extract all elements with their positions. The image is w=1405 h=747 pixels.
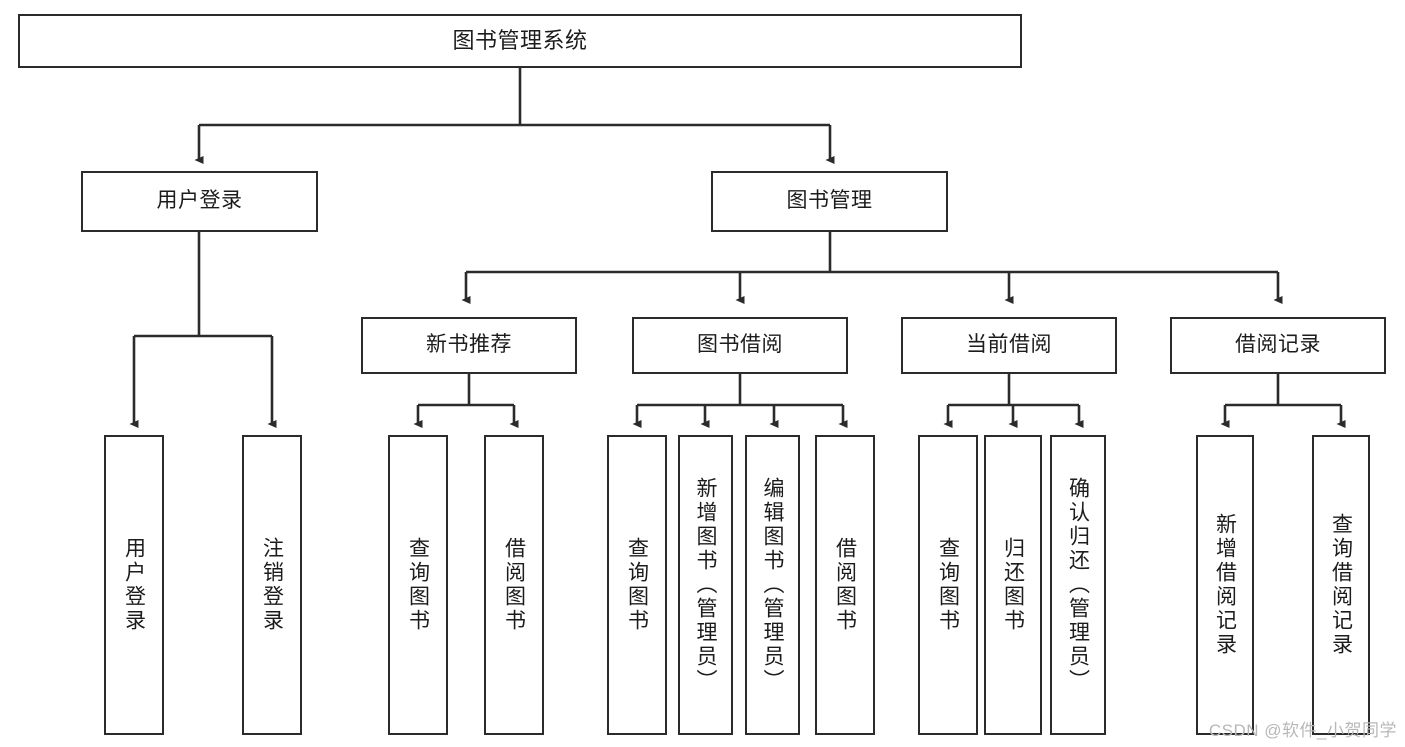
leaf-query-book-1[interactable]: 查询图书 <box>388 435 448 735</box>
leaf-confirm-return[interactable]: 确认归还（管理员） <box>1050 435 1106 735</box>
node-new-book-recommend-label: 新书推荐 <box>426 333 512 357</box>
leaf-logout-login[interactable]: 注销登录 <box>242 435 302 735</box>
leaf-edit-book-label: 编辑图书（管理员） <box>761 477 784 693</box>
leaf-edit-book[interactable]: 编辑图书（管理员） <box>745 435 800 735</box>
node-book-borrow[interactable]: 图书借阅 <box>632 317 848 374</box>
leaf-query-book-1-label: 查询图书 <box>406 537 430 633</box>
node-root-label: 图书管理系统 <box>452 28 588 54</box>
leaf-confirm-return-label: 确认归还（管理员） <box>1066 477 1090 693</box>
leaf-borrow-book-2-label: 借阅图书 <box>833 537 857 633</box>
watermark: CSDN @软件_小贺同学 <box>1208 721 1397 740</box>
leaf-add-book[interactable]: 新增图书（管理员） <box>678 435 733 735</box>
node-current-borrow-label: 当前借阅 <box>966 333 1052 357</box>
node-borrow-record[interactable]: 借阅记录 <box>1170 317 1386 374</box>
node-book-manage[interactable]: 图书管理 <box>711 171 948 232</box>
node-new-book-recommend[interactable]: 新书推荐 <box>361 317 577 374</box>
leaf-add-borrow-record-label: 新增借阅记录 <box>1213 513 1237 657</box>
leaf-borrow-book-1[interactable]: 借阅图书 <box>484 435 544 735</box>
leaf-logout-login-label: 注销登录 <box>260 537 284 633</box>
leaf-add-borrow-record[interactable]: 新增借阅记录 <box>1196 435 1254 735</box>
leaf-borrow-book-2[interactable]: 借阅图书 <box>815 435 875 735</box>
leaf-add-book-label: 新增图书（管理员） <box>694 477 717 693</box>
leaf-borrow-book-1-label: 借阅图书 <box>502 537 526 633</box>
leaf-query-borrow-record[interactable]: 查询借阅记录 <box>1312 435 1370 735</box>
node-root[interactable]: 图书管理系统 <box>18 14 1022 68</box>
leaf-return-book[interactable]: 归还图书 <box>984 435 1042 735</box>
leaf-query-book-3-label: 查询图书 <box>936 537 960 633</box>
leaf-query-book-2-label: 查询图书 <box>625 537 649 633</box>
leaf-query-borrow-record-label: 查询借阅记录 <box>1329 513 1353 657</box>
node-book-manage-label: 图书管理 <box>786 189 873 213</box>
node-borrow-record-label: 借阅记录 <box>1235 333 1321 357</box>
leaf-user-login-label: 用户登录 <box>122 537 146 633</box>
node-book-borrow-label: 图书借阅 <box>697 333 783 357</box>
leaf-return-book-label: 归还图书 <box>1001 537 1025 633</box>
node-user-login-label: 用户登录 <box>156 189 243 213</box>
leaf-query-book-3[interactable]: 查询图书 <box>918 435 978 735</box>
node-current-borrow[interactable]: 当前借阅 <box>901 317 1117 374</box>
leaf-query-book-2[interactable]: 查询图书 <box>607 435 667 735</box>
leaf-user-login[interactable]: 用户登录 <box>104 435 164 735</box>
node-user-login[interactable]: 用户登录 <box>81 171 318 232</box>
